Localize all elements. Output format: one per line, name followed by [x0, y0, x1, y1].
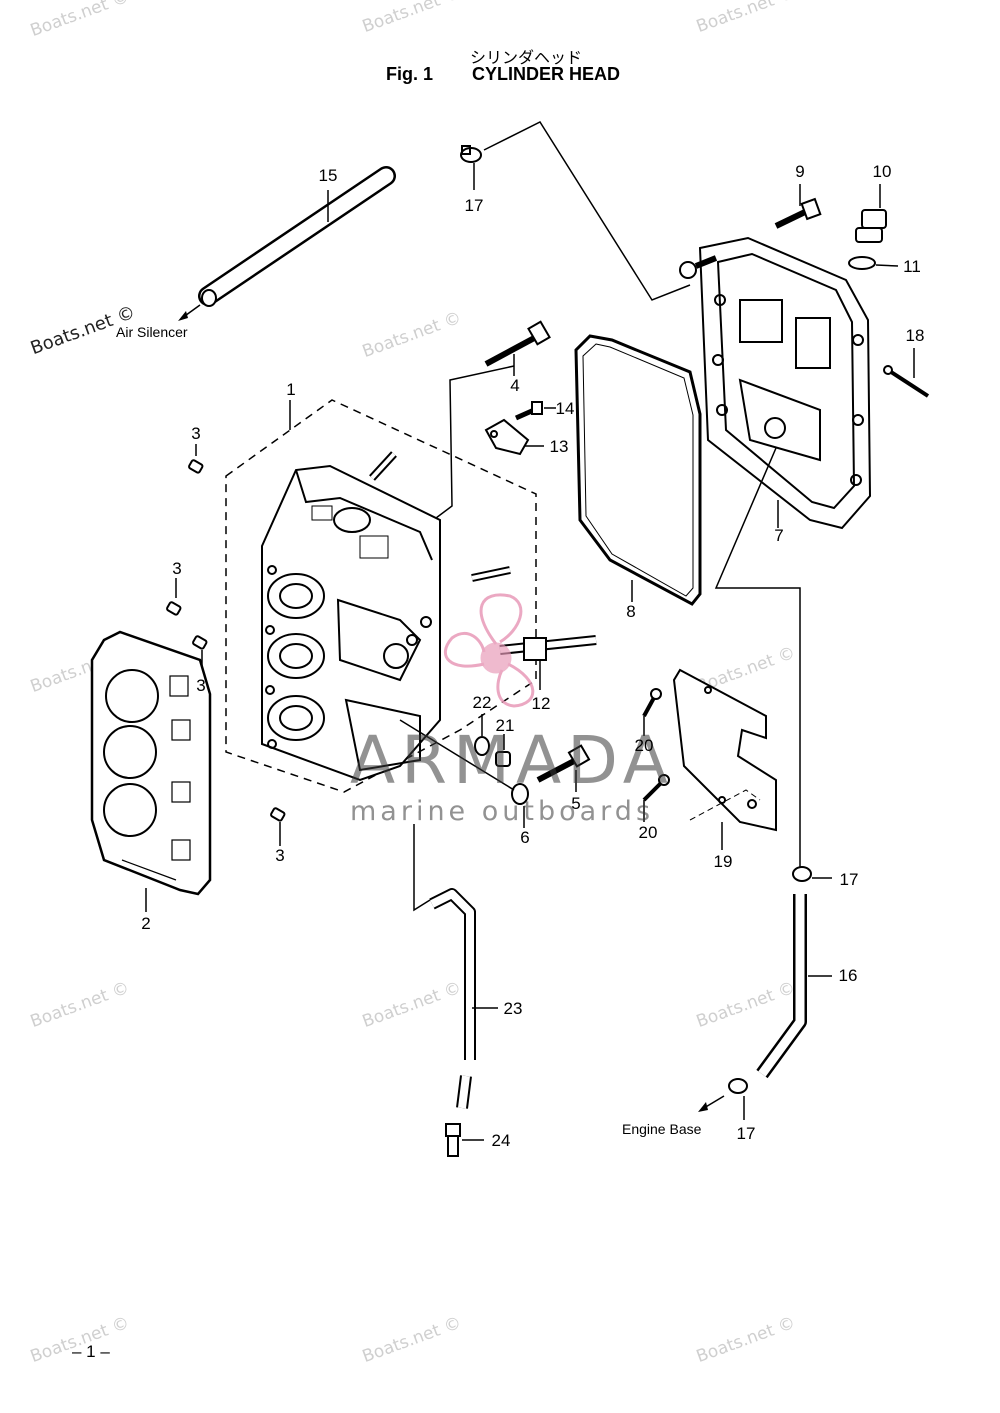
hose-route-right — [714, 447, 801, 870]
head-cover-7 — [679, 236, 872, 530]
dowel-pin-3 — [270, 807, 286, 846]
fitting-24 — [445, 1123, 484, 1157]
hose-route-left — [413, 824, 431, 912]
callout-13: 13 — [549, 437, 569, 456]
callout-1: 1 — [286, 380, 296, 399]
callout-17: 17 — [736, 1124, 756, 1143]
hose-clip-17-top — [460, 145, 482, 190]
gasket-8 — [574, 334, 702, 606]
callout-6: 6 — [520, 828, 530, 847]
note-engine-base: Engine Base — [622, 1121, 702, 1137]
callout-3: 3 — [191, 424, 201, 443]
hose-clip-17-mid — [792, 866, 832, 882]
callout-2: 2 — [141, 914, 151, 933]
figure-number: Fig. 1 — [386, 64, 434, 84]
washer-6 — [511, 783, 529, 805]
arrow-engine-base — [703, 1095, 725, 1109]
cover-plate-19 — [672, 668, 777, 850]
callout-17: 17 — [464, 196, 484, 215]
callout-12: 12 — [531, 694, 551, 713]
stud-bolt — [369, 451, 397, 481]
nut-21 — [495, 751, 511, 767]
dowel-pin-3 — [188, 444, 204, 474]
dowel-pin-3 — [166, 578, 182, 616]
callout-20: 20 — [638, 823, 658, 842]
gasket-8-inner — [582, 343, 694, 597]
armada-logo-watermark — [444, 593, 535, 708]
pin-18 — [883, 348, 930, 398]
bolt-4 — [484, 320, 551, 376]
callout-3: 3 — [275, 846, 285, 865]
callout-24: 24 — [491, 1131, 511, 1150]
callout-10: 10 — [872, 162, 892, 181]
callout-23: 23 — [503, 999, 523, 1018]
spark-plug-12 — [499, 635, 597, 690]
title-japanese: シリンダヘッド — [470, 48, 583, 67]
note-air-silencer: Air Silencer — [116, 324, 188, 340]
page-number: – 1 – — [72, 1342, 110, 1361]
hose-route-upper — [483, 121, 691, 301]
brand-watermark-tagline: marine outboards — [350, 796, 655, 827]
washer-11 — [848, 256, 876, 270]
leader-19 — [689, 789, 761, 821]
leader-11 — [875, 264, 899, 267]
callout-8: 8 — [626, 602, 636, 621]
screw-20 — [642, 688, 662, 736]
callout-18: 18 — [905, 326, 925, 345]
bolt-14 — [514, 401, 556, 421]
leader-6-to-head — [399, 719, 515, 791]
callout-4: 4 — [510, 376, 520, 395]
callout-9: 9 — [795, 162, 805, 181]
hose-clip-17-low — [728, 1078, 748, 1120]
plug-10 — [855, 184, 887, 243]
hose-short — [456, 1075, 472, 1109]
callout-16: 16 — [838, 966, 858, 985]
bolt-9 — [774, 184, 822, 229]
callout-19: 19 — [713, 852, 733, 871]
arrow-head — [178, 311, 188, 321]
bolt-5 — [536, 744, 591, 792]
callout-21: 21 — [495, 716, 515, 735]
stud-bolt — [471, 566, 511, 582]
callout-3: 3 — [196, 676, 206, 695]
brand-watermark-name: ARMADA — [350, 722, 674, 799]
hose-16 — [756, 894, 832, 1079]
screw-20 — [642, 774, 670, 822]
cylinder-head-1 — [261, 464, 441, 782]
callout-15: 15 — [318, 166, 338, 185]
callout-20: 20 — [634, 736, 654, 755]
head-gasket-2 — [90, 630, 212, 912]
washer-22 — [474, 736, 490, 756]
callout-3: 3 — [172, 559, 182, 578]
plate-13 — [484, 418, 544, 456]
pipe-15 — [198, 166, 396, 307]
callout-22: 22 — [472, 693, 492, 712]
callout-7: 7 — [774, 526, 784, 545]
callout-5: 5 — [571, 794, 581, 813]
callout-11: 11 — [903, 257, 921, 276]
callout-14: 14 — [555, 399, 575, 418]
hose-23 — [429, 888, 498, 1060]
callout-17: 17 — [839, 870, 859, 889]
page-title: CYLINDER HEAD — [472, 64, 621, 84]
arrow-head — [698, 1102, 708, 1112]
